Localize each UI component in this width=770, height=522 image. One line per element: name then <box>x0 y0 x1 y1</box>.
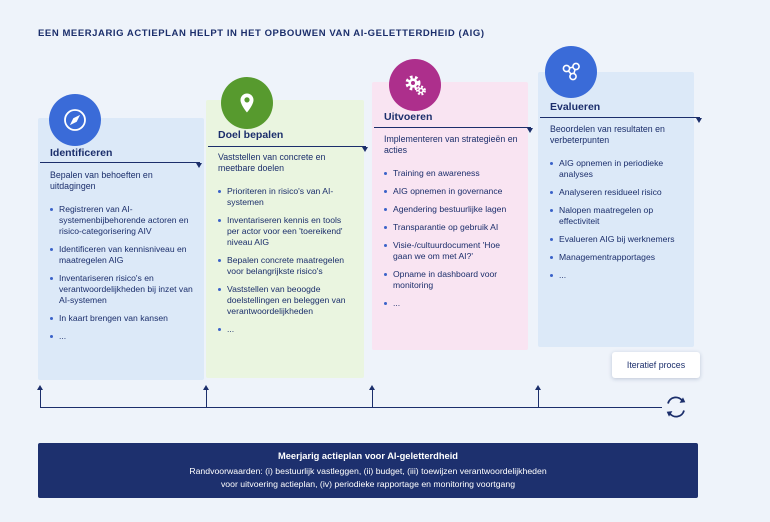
phase-panel-identificeren: Identificeren Bepalen van behoeften en u… <box>38 118 204 380</box>
flow-arrow-2-line <box>208 146 366 147</box>
feedback-arrow-2-line <box>206 390 207 407</box>
bullet-item: Inventariseren kennis en tools per actor… <box>218 215 354 248</box>
bullet-item: ... <box>384 298 518 309</box>
bullet-item: Bepalen concrete maatregelen voor belang… <box>218 255 354 277</box>
feedback-arrow-4-head <box>535 385 541 390</box>
footer-conditions-line-1: Randvoorwaarden: (i) bestuurlijk vastleg… <box>189 465 547 476</box>
bullet-item: AIG opnemen in governance <box>384 186 518 197</box>
phase-panel-evalueren: Evalueren Beoordelen van resultaten en v… <box>538 72 694 347</box>
bullet-item: Agendering bestuurlijke lagen <box>384 204 518 215</box>
feedback-arrow-4-line <box>538 390 539 407</box>
bullet-item: Analyseren residueel risico <box>550 187 684 198</box>
bullet-item: ... <box>550 270 684 281</box>
phase-panel-uitvoeren: Uitvoeren Implementeren van strategieën … <box>372 82 528 350</box>
phase-heading: Identificeren <box>50 147 113 159</box>
map-pin-icon-glyph <box>240 93 254 113</box>
phase-subtitle: Vaststellen van concrete en meetbare doe… <box>218 151 326 173</box>
bullet-item: Prioriteren in risico's van AI-systemen <box>218 186 354 208</box>
refresh-loop-icon <box>662 393 690 426</box>
feedback-arrow-3-line <box>372 390 373 407</box>
bullet-item: In kaart brengen van kansen <box>50 313 194 324</box>
phase-subtitle: Beoordelen van resultaten en verbeterpun… <box>550 123 665 145</box>
footer-conditions-line-2: voor uitvoering actieplan, (iv) periodie… <box>220 478 516 489</box>
flow-arrow-4-line <box>540 117 700 118</box>
footer-title: Meerjarig actieplan voor AI-geletterdhei… <box>278 450 458 461</box>
phase-panel-doel-bepalen: Doel bepalen Vaststellen van concrete en… <box>206 100 364 378</box>
flow-arrow-1-line <box>40 162 200 163</box>
bullet-item: ... <box>50 331 194 342</box>
feedback-loop-line <box>40 407 662 408</box>
bullet-item: Registreren van AI-systemenbijbehorende … <box>50 204 194 237</box>
iterative-process-label: Iteratief proces <box>612 352 700 378</box>
bullet-item: Transparantie op gebruik AI <box>384 222 518 233</box>
network-icon <box>545 46 597 98</box>
feedback-arrow-1-head <box>37 385 43 390</box>
footer-bar: Meerjarig actieplan voor AI-geletterdhei… <box>38 443 698 498</box>
phase-subtitle: Bepalen van behoeften en uitdagingen <box>50 169 153 191</box>
feedback-arrow-3-head <box>369 385 375 390</box>
page-title: EEN MEERJARIG ACTIEPLAN HELPT IN HET OPB… <box>38 28 485 39</box>
map-pin-icon <box>221 77 273 129</box>
feedback-arrow-2-head <box>203 385 209 390</box>
gears-icon <box>389 59 441 111</box>
phase-heading: Uitvoeren <box>384 111 433 123</box>
compass-icon-glyph <box>64 109 86 131</box>
bullet-item: Identificeren van kennisniveau en maatre… <box>50 244 194 266</box>
phase-bullet-list: Registreren van AI-systemenbijbehorende … <box>50 204 194 342</box>
bullet-item: Inventariseren risico's en verantwoordel… <box>50 273 194 306</box>
bullet-item: AIG opnemen in periodieke analyses <box>550 158 684 180</box>
phase-subtitle: Implementeren van strategieën en acties <box>384 133 518 155</box>
bullet-item: ... <box>218 324 354 335</box>
bullet-item: Vaststellen van beoogde doelstellingen e… <box>218 284 354 317</box>
bullet-item: Nalopen maatregelen op effectiviteit <box>550 205 684 227</box>
flow-arrow-3-line <box>374 127 531 128</box>
feedback-arrow-1-line <box>40 390 41 407</box>
phase-heading: Doel bepalen <box>218 129 284 141</box>
bullet-item: Visie-/cultuurdocument 'Hoe gaan we om m… <box>384 240 518 262</box>
compass-icon <box>49 94 101 146</box>
flow-arrow-2-head <box>362 147 368 152</box>
bullet-item: Training en awareness <box>384 168 518 179</box>
bullet-item: Opname in dashboard voor monitoring <box>384 269 518 291</box>
flow-arrow-4-head <box>696 118 702 123</box>
phase-heading: Evalueren <box>550 101 601 113</box>
gears-icon-glyph <box>405 75 426 96</box>
bullet-item: Managementrapportages <box>550 252 684 263</box>
network-icon-glyph <box>562 62 580 81</box>
flow-arrow-1-head <box>196 163 202 168</box>
bullet-item: Evalueren AIG bij werknemers <box>550 234 684 245</box>
flow-arrow-3-head <box>527 128 533 133</box>
